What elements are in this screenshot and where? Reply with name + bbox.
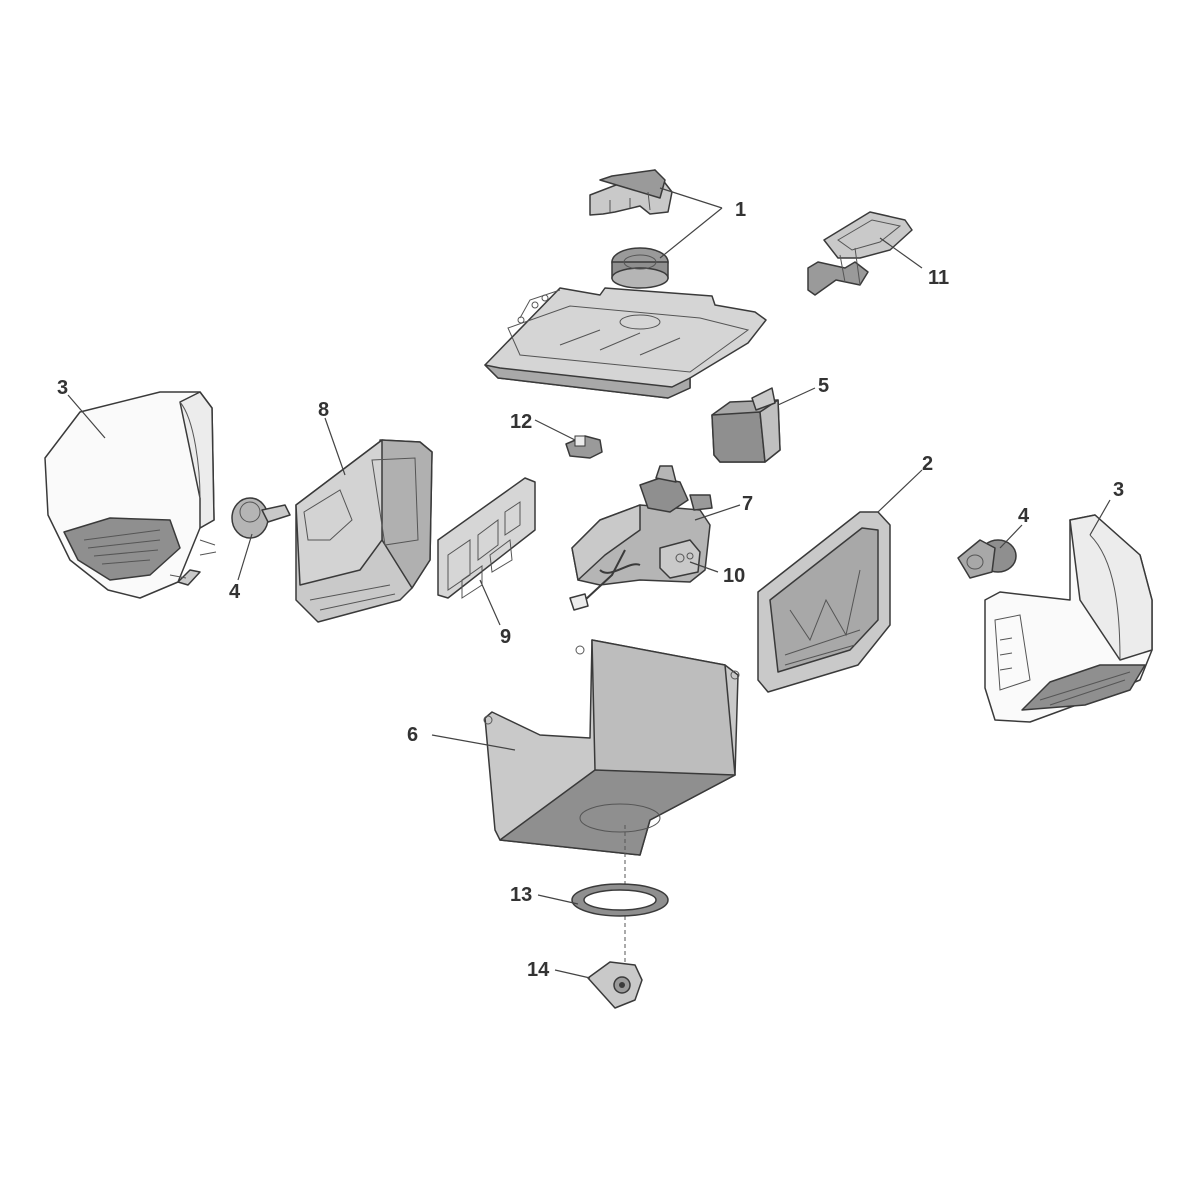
part-6-lower-cover [483, 639, 740, 856]
label-part-12: 12 [510, 411, 532, 433]
callout-labels: 1 11 5 12 3 4 8 9 7 10 2 4 3 6 13 14 [57, 199, 1124, 981]
part-11-wiring-bracket [807, 211, 913, 296]
part-13-gasket [571, 883, 669, 917]
part-5-capacitor [711, 387, 781, 463]
part-1-gear [611, 247, 669, 289]
label-part-4-left: 4 [229, 581, 241, 603]
label-part-6: 6 [407, 724, 418, 746]
part-3-left-cover [44, 391, 217, 599]
label-part-7: 7 [742, 493, 753, 515]
part-9-circuit-board [437, 477, 536, 599]
part-7-motor-assembly [569, 465, 713, 611]
label-part-11: 11 [928, 267, 949, 289]
part-4-left-socket [231, 497, 291, 539]
chassis-plate [484, 287, 767, 399]
label-part-3-left: 3 [57, 377, 68, 399]
label-part-10: 10 [723, 565, 745, 587]
part-3-right-cover [984, 514, 1153, 723]
part-14-lens [587, 961, 643, 1009]
part-4-right-socket [957, 539, 1017, 579]
label-part-14: 14 [527, 959, 550, 981]
part-12-switch [565, 435, 603, 459]
part-2-end-panel [757, 511, 891, 693]
label-part-4-right: 4 [1018, 505, 1030, 527]
label-part-3-right: 3 [1113, 479, 1124, 501]
part-1-motor-cap [589, 169, 673, 216]
label-part-8: 8 [318, 399, 329, 421]
label-part-2: 2 [922, 453, 933, 475]
label-part-1: 1 [735, 199, 746, 221]
leader-lines [67, 187, 1111, 979]
label-part-9: 9 [500, 626, 511, 648]
part-10-sensor [659, 539, 701, 579]
part-8-housing [295, 439, 433, 623]
label-part-13: 13 [510, 884, 532, 906]
label-part-5: 5 [818, 375, 829, 397]
